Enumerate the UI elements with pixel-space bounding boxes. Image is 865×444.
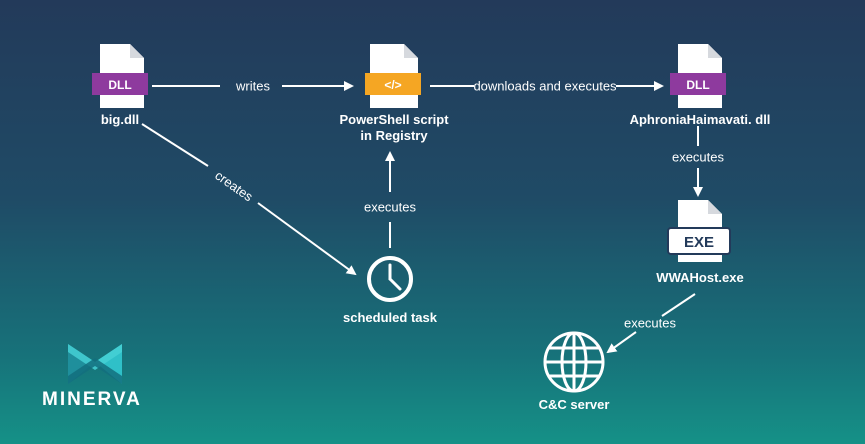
minerva-logo-icon [68, 344, 122, 384]
scheduled-task-label: scheduled task [343, 310, 437, 325]
wwahost-label: WWAHost.exe [656, 270, 744, 285]
edge-label-executes-dll: executes [671, 149, 725, 165]
edge-label-writes: writes [236, 78, 270, 94]
dll-badge-text: DLL [686, 78, 709, 92]
minerva-logo-text: MINERVA [42, 389, 142, 410]
big-dll-label: big.dll [100, 112, 140, 127]
aphronia-dll-label: AphroniaHaimavati. dll [629, 112, 771, 127]
exe-badge-text: EXE [684, 234, 714, 251]
dll-file-icon: DLL [92, 44, 148, 108]
edge-creates [141, 123, 357, 276]
powershell-label: PowerShell script in Registry [339, 112, 448, 144]
clock-icon [367, 256, 413, 302]
cc-server-label: C&C server [538, 397, 610, 412]
edge-label-executes-wwahost: executes [623, 315, 677, 331]
dll-file-icon: DLL [670, 44, 726, 108]
script-badge-text: </> [384, 78, 401, 92]
globe-icon [543, 331, 605, 393]
powershell-label-line2: in Registry [360, 128, 428, 143]
script-file-icon: </> [365, 44, 421, 108]
exe-file-icon: EXE [667, 200, 731, 262]
edge-label-downloads-executes: downloads and executes [473, 78, 617, 94]
edge-label-executes-task: executes [363, 199, 417, 215]
edge-executes-wwahost [606, 293, 696, 354]
dll-badge-text: DLL [108, 78, 131, 92]
powershell-label-line1: PowerShell script [339, 112, 449, 127]
